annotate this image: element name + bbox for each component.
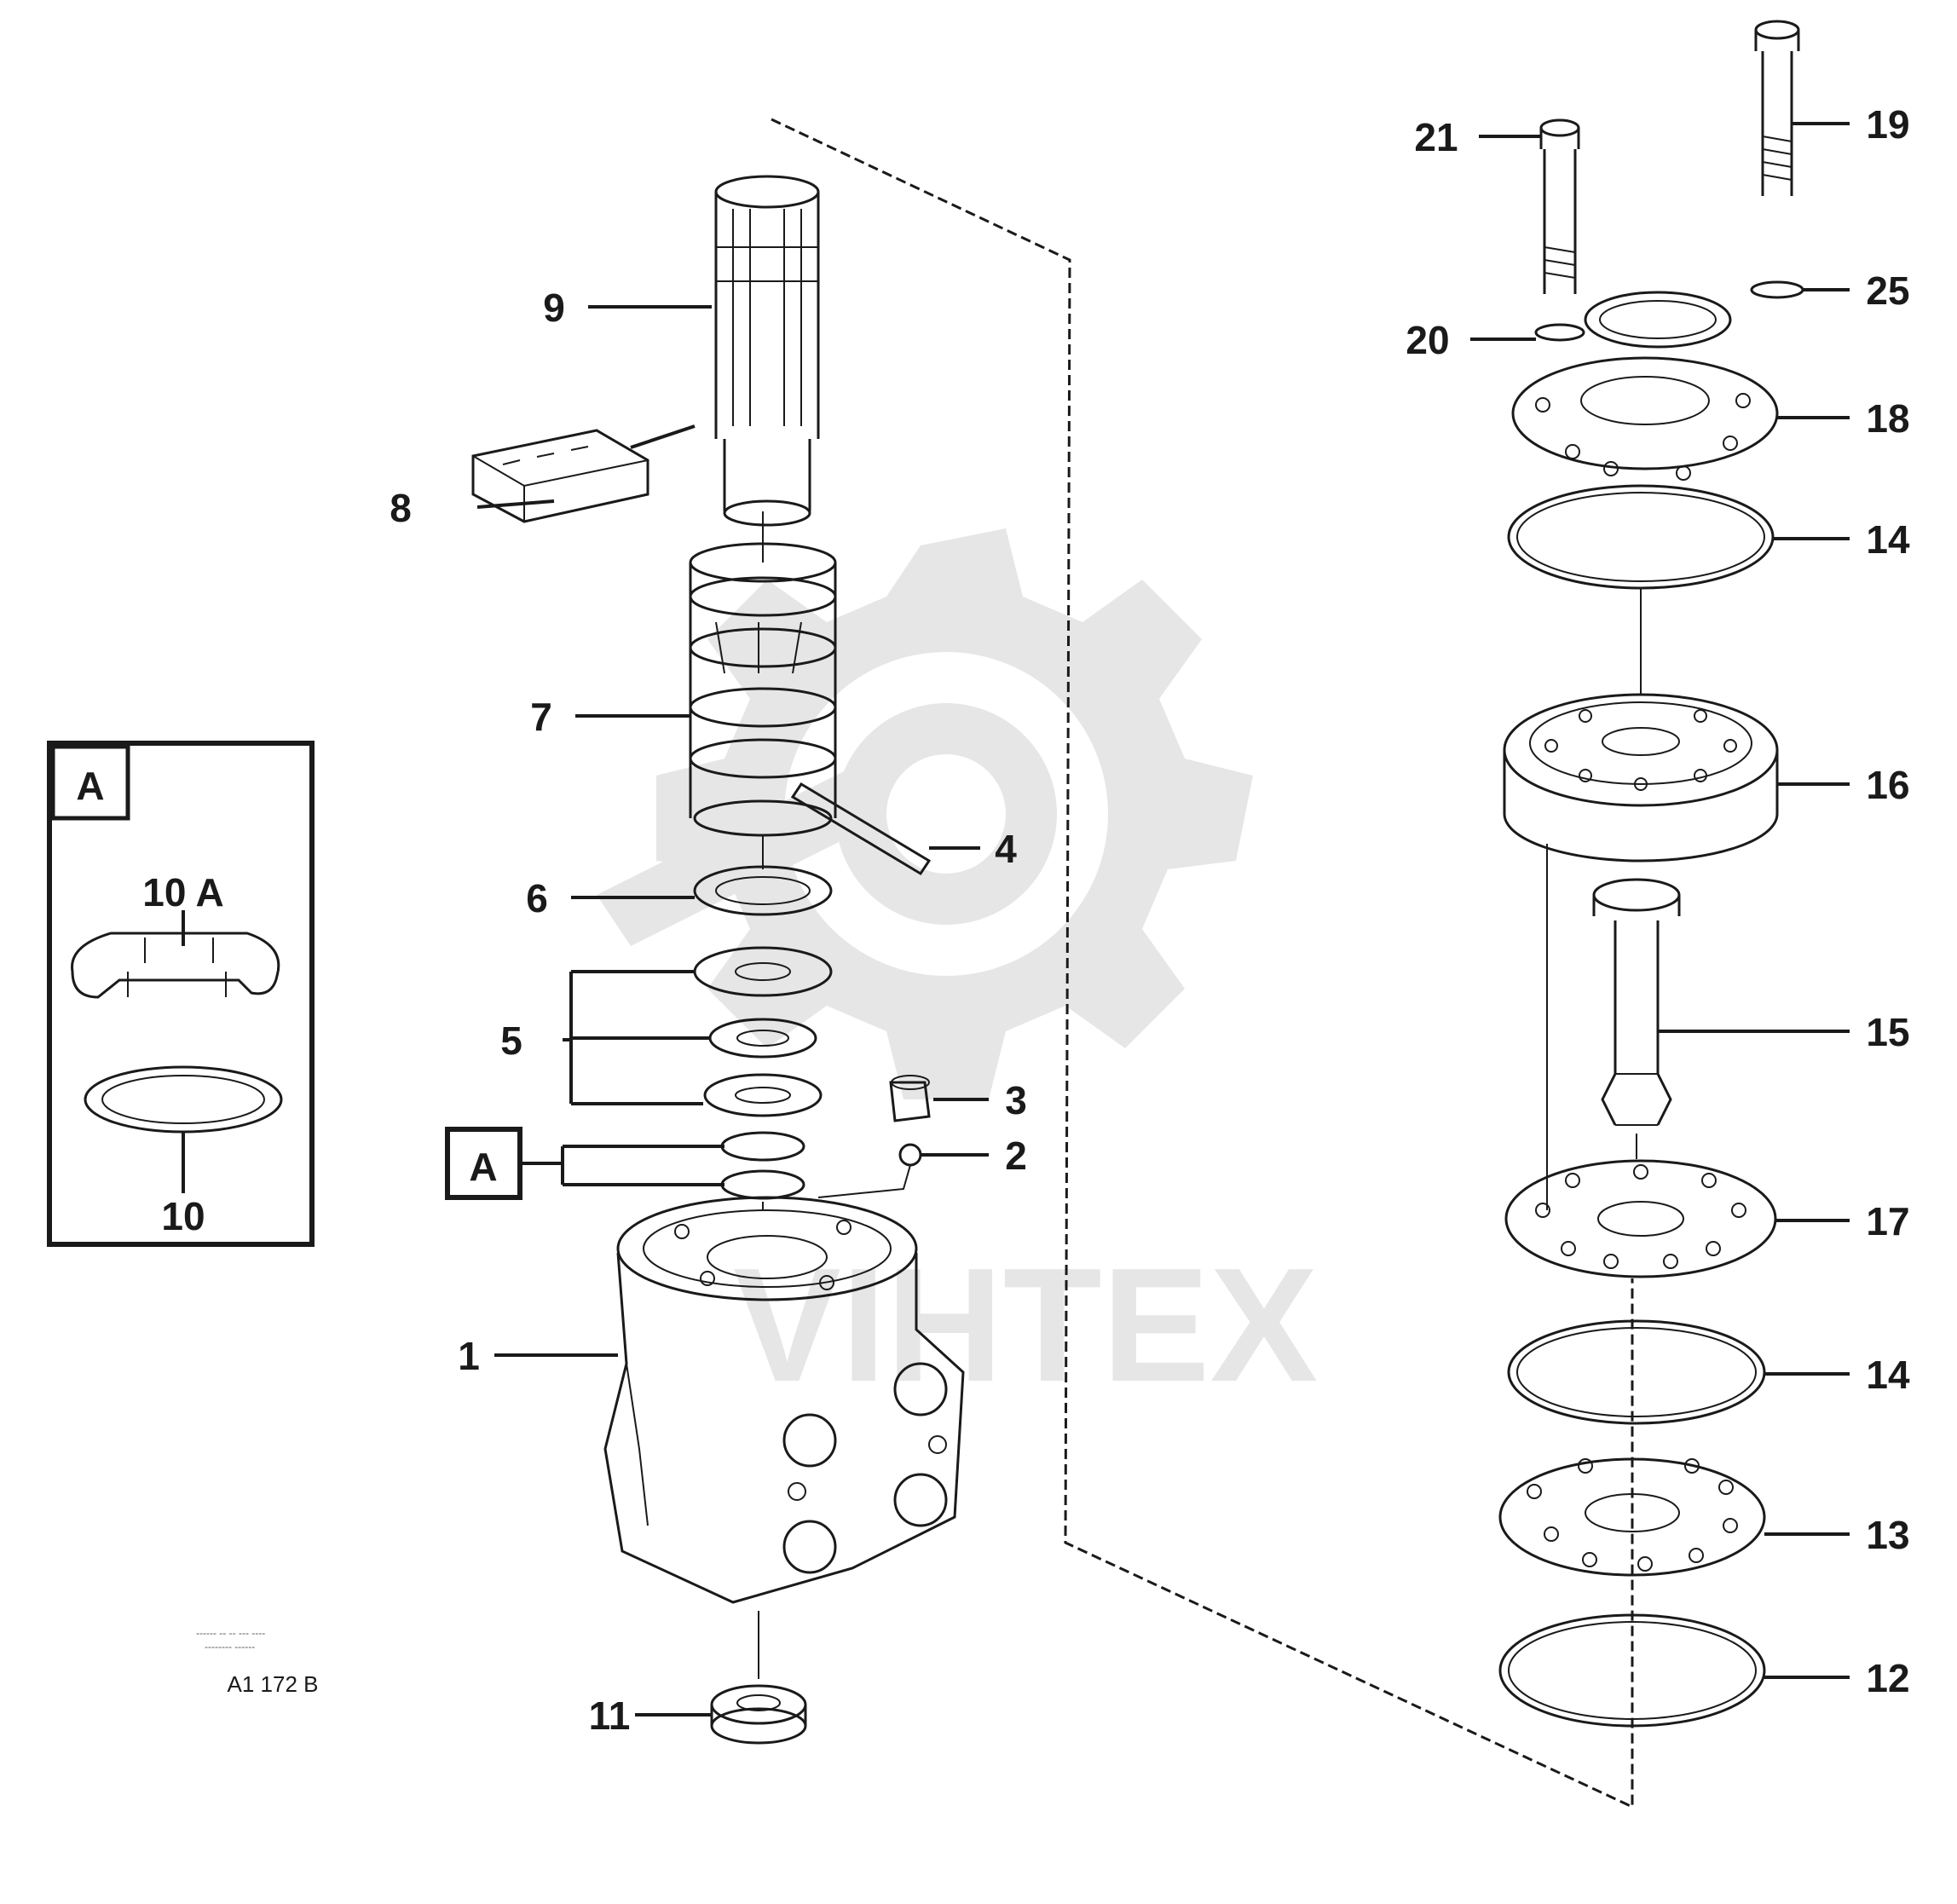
- part-14-oring-upper: [1507, 484, 1775, 590]
- label-part-4: 4: [995, 827, 1017, 871]
- label-part-20: 20: [1406, 318, 1449, 362]
- label-part-21: 21: [1414, 115, 1458, 159]
- label-part-7: 7: [530, 695, 552, 739]
- part-18-end-cover: [1511, 356, 1779, 481]
- part-8-insert: [471, 429, 649, 523]
- label-part-19: 19: [1866, 102, 1909, 147]
- label-part-6: 6: [526, 876, 548, 920]
- part-17-spacer-plate: [1504, 1159, 1777, 1278]
- part-20-washer: [1534, 323, 1585, 342]
- drawing-reference: A1 172 B: [228, 1671, 319, 1697]
- detail-a-rings: [720, 1131, 805, 1200]
- label-part-2: 2: [1005, 1134, 1027, 1178]
- label-part-9: 9: [543, 286, 565, 330]
- label-part-14-lower: 14: [1866, 1353, 1910, 1397]
- part-16-gear-set: [1503, 693, 1779, 863]
- part-14-oring-lower: [1507, 1319, 1766, 1425]
- part-13-valve-plate: [1498, 1457, 1766, 1577]
- label-part-16: 16: [1866, 763, 1909, 807]
- leader-lines: [476, 122, 1850, 1716]
- callout-a-box: [445, 1127, 724, 1200]
- label-part-1: 1: [458, 1334, 480, 1378]
- label-part-3: 3: [1005, 1078, 1027, 1122]
- label-part-18: 18: [1866, 396, 1909, 441]
- fine-print-line-2: -------- ------: [205, 1641, 255, 1653]
- detail-tag-a: A: [76, 764, 104, 808]
- stack-axis: [758, 511, 764, 1679]
- label-part-5: 5: [500, 1018, 522, 1063]
- label-part-14-upper: 14: [1866, 517, 1910, 562]
- part-1-housing: [603, 1196, 965, 1604]
- watermark-gear-icon: [597, 528, 1253, 1099]
- part-11-nut: [710, 1684, 807, 1745]
- part-21-bolt: [1539, 118, 1580, 294]
- detail-box-a: [47, 741, 315, 1247]
- callout-tag-a: A: [469, 1145, 497, 1189]
- label-part-8: 8: [390, 486, 412, 530]
- label-part-15: 15: [1866, 1010, 1909, 1054]
- label-10a: 10 A: [142, 870, 223, 914]
- part-15-drive-shaft: [1592, 878, 1681, 1126]
- right-axis: [1546, 588, 1642, 1210]
- assembly-boundary: [771, 118, 1634, 1809]
- part-18-oring-top: [1584, 291, 1732, 349]
- fine-print-line-1: ------ -- -- --- ----: [196, 1627, 265, 1639]
- part-19-bolt: [1754, 20, 1800, 196]
- part-9-spool: [714, 175, 820, 527]
- part-4-pin: [790, 782, 932, 876]
- label-part-13: 13: [1866, 1513, 1909, 1557]
- label-part-11: 11: [589, 1693, 631, 1738]
- label-10: 10: [161, 1194, 205, 1238]
- label-part-25: 25: [1866, 268, 1909, 313]
- part-3-nut: [889, 1075, 931, 1122]
- watermark-text: VIHTEX: [733, 1235, 1318, 1416]
- part-12-oring: [1498, 1613, 1766, 1728]
- part-2-ball: [817, 1143, 922, 1198]
- label-part-17: 17: [1866, 1199, 1909, 1243]
- label-part-12: 12: [1866, 1656, 1909, 1700]
- part-25-washer: [1750, 280, 1804, 299]
